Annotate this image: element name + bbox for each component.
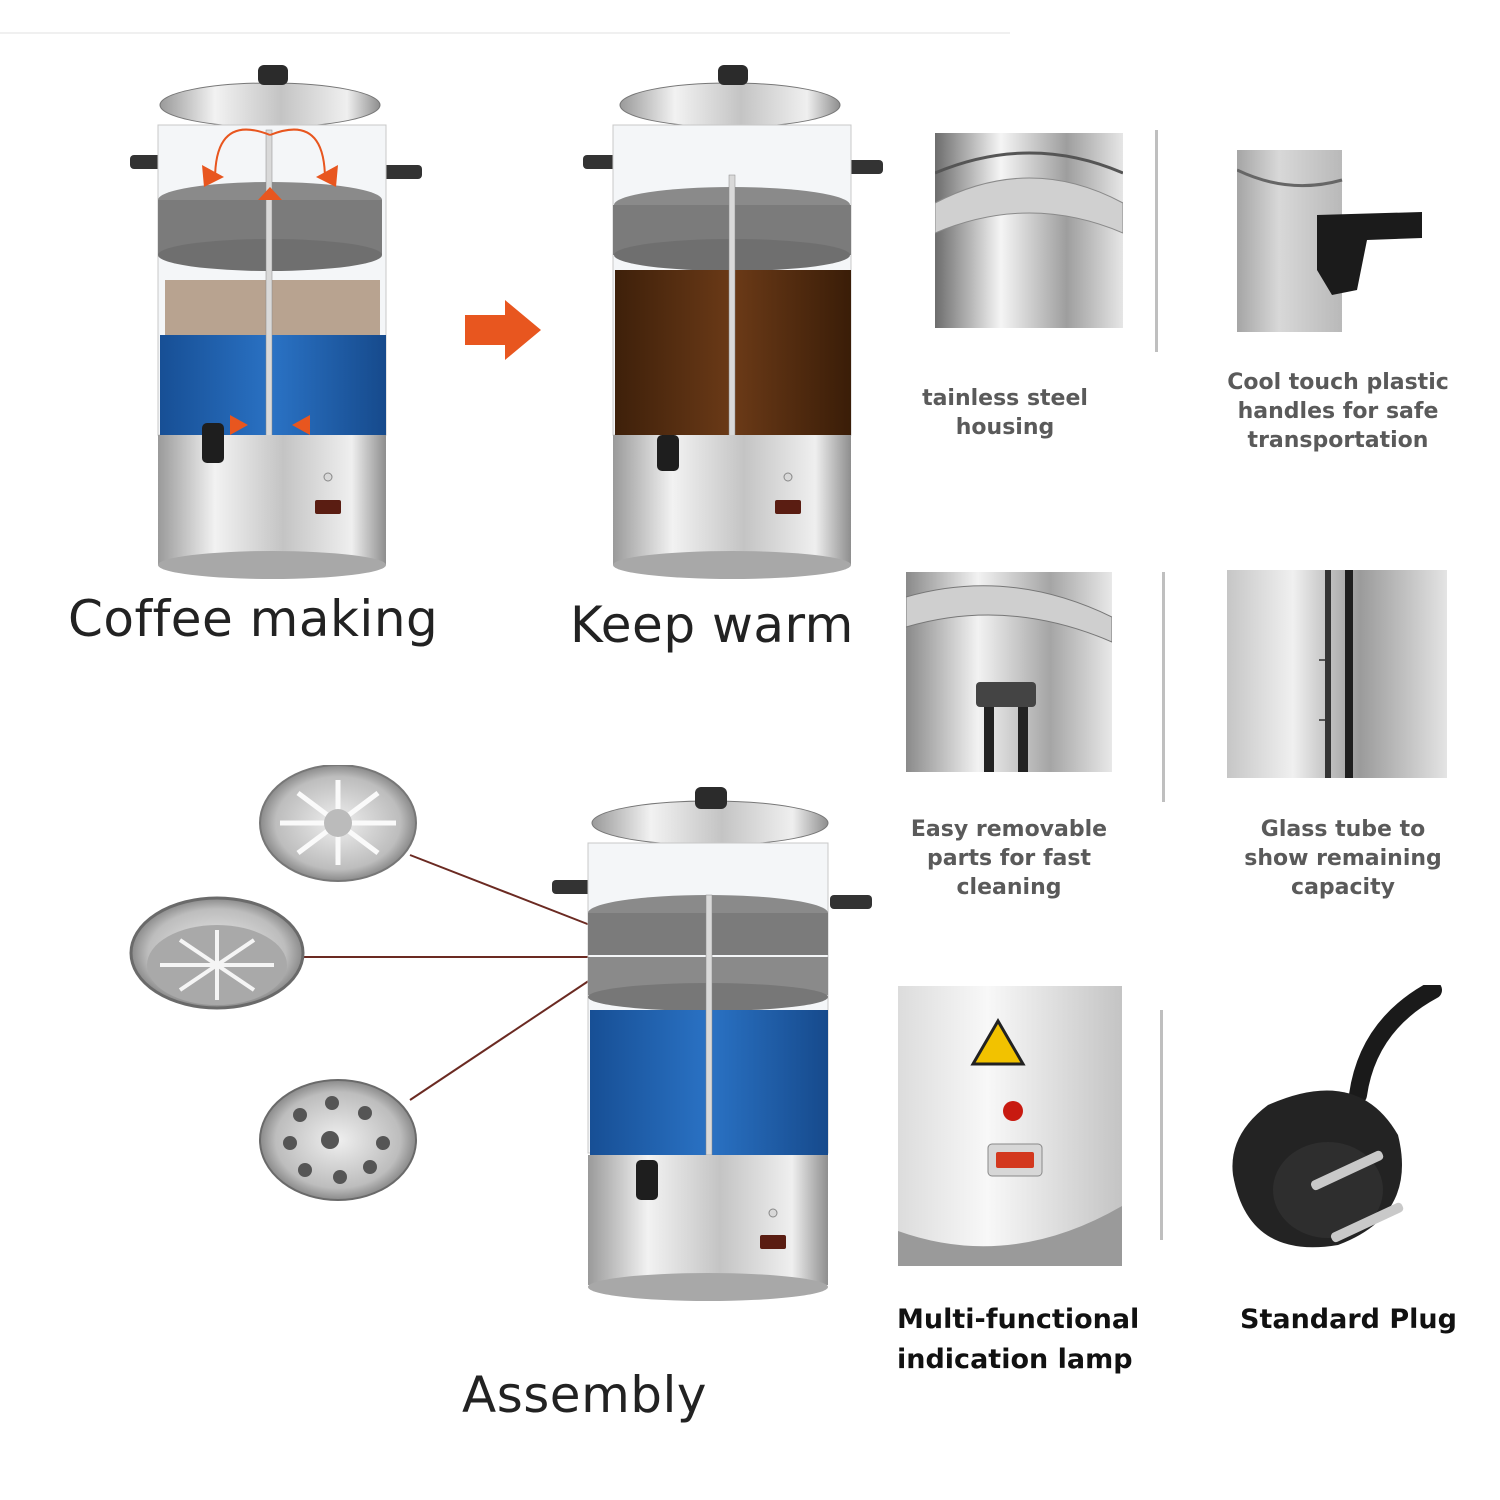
divider bbox=[1155, 130, 1158, 352]
standard-plug-photo bbox=[1208, 985, 1448, 1280]
assembly-diagram bbox=[129, 765, 872, 1301]
plug-caption: Standard Plug bbox=[1240, 1304, 1457, 1335]
top-rule bbox=[0, 32, 1010, 34]
assembly-label: Assembly bbox=[462, 1366, 707, 1424]
coffee-making-urn bbox=[130, 65, 422, 579]
removable-caption: Easy removable parts for fast cleaning bbox=[910, 817, 1108, 900]
indication-lamp-photo bbox=[898, 986, 1122, 1266]
handles-caption: Cool touch plastic handles for safe tran… bbox=[1227, 370, 1449, 453]
removable-parts-photo bbox=[906, 572, 1112, 772]
keep-warm-label: Keep warm bbox=[570, 596, 854, 654]
housing-caption: tainless steel housing bbox=[922, 386, 1088, 440]
hot-surface-warning-icon bbox=[970, 1018, 1026, 1066]
glass-tube-photo bbox=[1227, 570, 1447, 778]
handle-photo bbox=[1237, 150, 1425, 332]
right-arrow-icon bbox=[465, 300, 541, 360]
lamp-caption: Multi-functional indication lamp bbox=[897, 1304, 1140, 1375]
divider bbox=[1162, 572, 1165, 802]
housing-photo bbox=[935, 133, 1123, 328]
divider bbox=[1160, 1010, 1163, 1240]
coffee-making-label: Coffee making bbox=[68, 590, 439, 648]
glass-tube-caption: Glass tube to show remaining capacity bbox=[1244, 817, 1442, 900]
keep-warm-urn bbox=[583, 65, 883, 579]
